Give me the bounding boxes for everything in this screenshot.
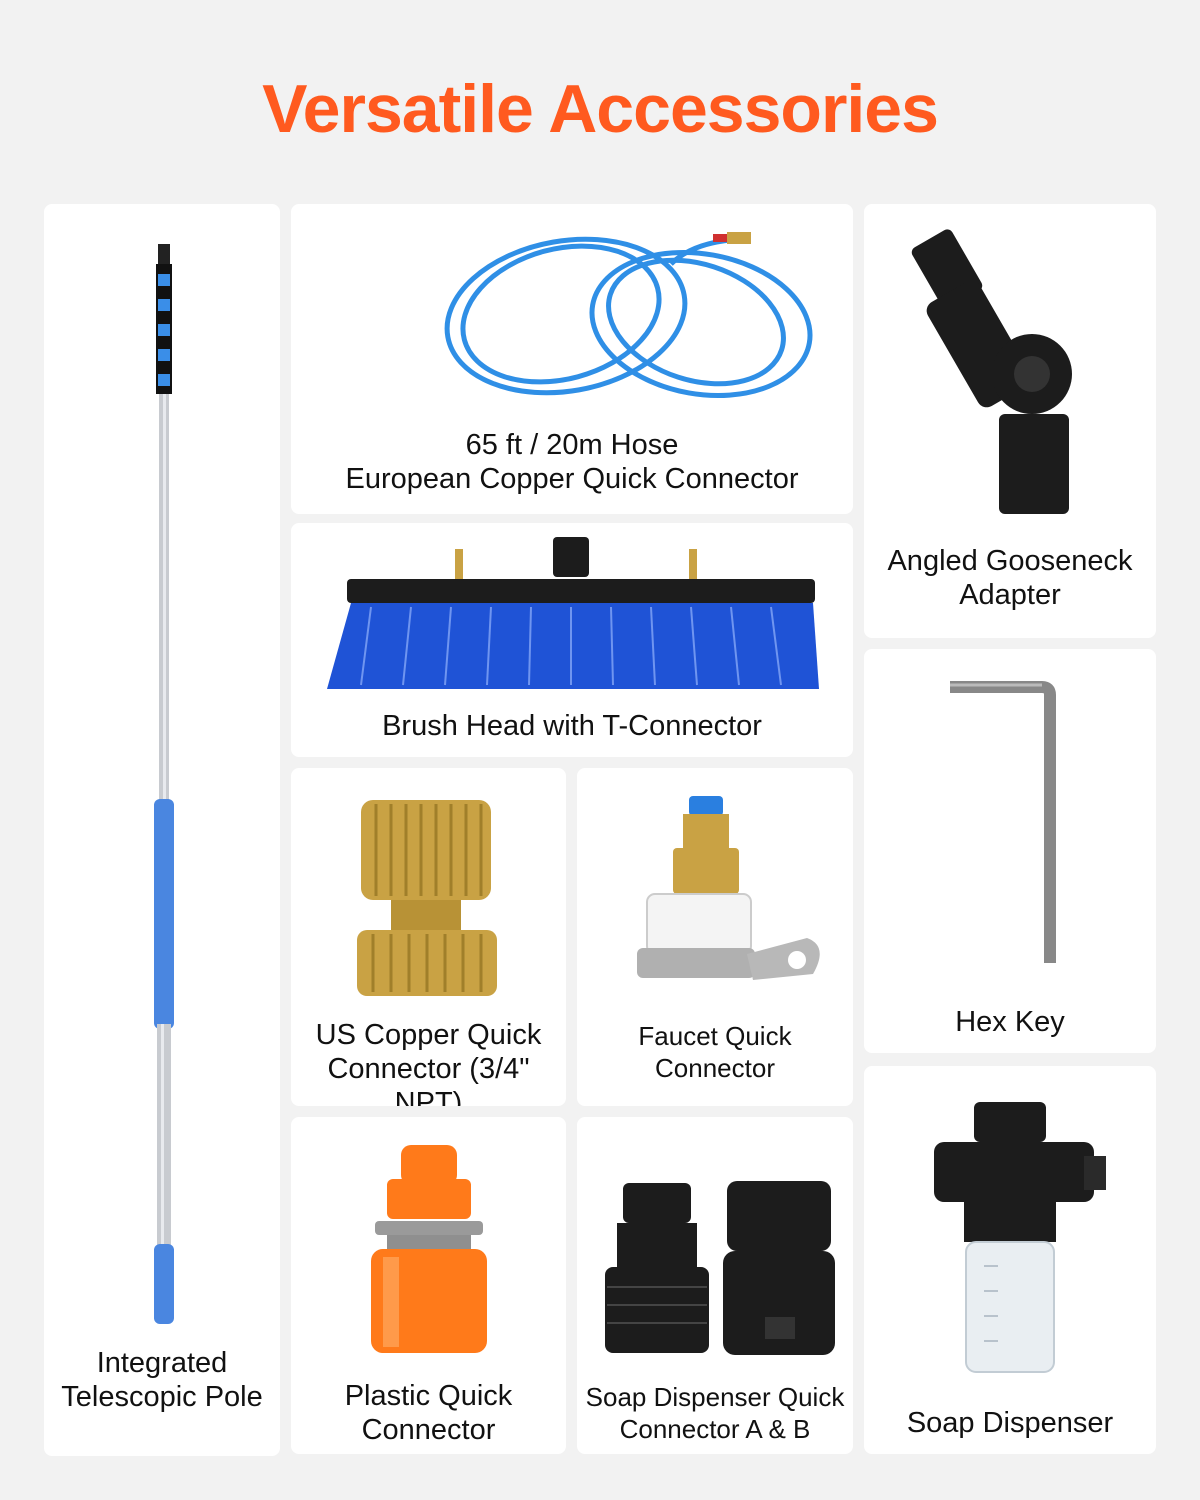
card-brush-head: Brush Head with T-Connector: [291, 523, 853, 757]
plastic-label-line1: Plastic Quick: [344, 1380, 513, 1412]
hose-icon: [444, 232, 813, 399]
soap-ab-label-line1: Soap Dispenser Quick: [585, 1382, 845, 1412]
page-title: Versatile Accessories: [262, 71, 939, 147]
copper-connector-icon: [357, 800, 497, 996]
faucet-label-line1: Faucet Quick: [638, 1021, 792, 1051]
soap-dispenser-icon: [934, 1102, 1106, 1373]
plastic-label-line2: Connector: [361, 1414, 496, 1446]
gooseneck-adapter-icon: [911, 229, 1072, 514]
us-connector-label-line1: US Copper Quick: [315, 1019, 542, 1051]
card-us-copper-connector: US Copper Quick Connector (3/4" NPT): [291, 768, 566, 1106]
soap-label-line1: Soap Dispenser: [906, 1407, 1114, 1439]
us-connector-label-line2: Connector (3/4" NPT): [327, 1053, 530, 1106]
brush-label-line1: Brush Head with T-Connector: [382, 710, 762, 742]
brush-head-icon: [327, 537, 819, 689]
card-hex-key: Hex Key: [864, 649, 1156, 1053]
soap-connector-icon: [605, 1181, 835, 1355]
gooseneck-label-line2: Adapter: [959, 579, 1061, 611]
card-soap-dispenser: Soap Dispenser: [864, 1066, 1156, 1454]
telescopic-pole-icon: [154, 244, 174, 1324]
hex-key-icon: [950, 681, 1056, 963]
card-gooseneck: Angled Gooseneck Adapter: [864, 204, 1156, 638]
soap-ab-label-line2: Connector A & B: [619, 1414, 811, 1444]
card-telescopic-pole: Integrated Telescopic Pole: [44, 204, 280, 1456]
plastic-connector-icon: [371, 1145, 487, 1353]
card-hose: 65 ft / 20m Hose European Copper Quick C…: [291, 204, 853, 514]
pole-label-line2: Telescopic Pole: [61, 1381, 263, 1413]
card-soap-connector-ab: Soap Dispenser Quick Connector A & B: [577, 1117, 853, 1454]
faucet-connector-icon: [637, 796, 820, 980]
hose-label-line2: European Copper Quick Connector: [345, 463, 799, 495]
card-faucet-connector: Faucet Quick Connector: [577, 768, 853, 1106]
pole-label-line1: Integrated: [96, 1347, 228, 1379]
gooseneck-label-line1: Angled Gooseneck: [887, 545, 1133, 577]
hose-label-line1: 65 ft / 20m Hose: [465, 429, 679, 461]
faucet-label-line2: Connector: [655, 1053, 775, 1083]
hexkey-label-line1: Hex Key: [955, 1006, 1065, 1038]
card-plastic-connector: Plastic Quick Connector: [291, 1117, 566, 1454]
